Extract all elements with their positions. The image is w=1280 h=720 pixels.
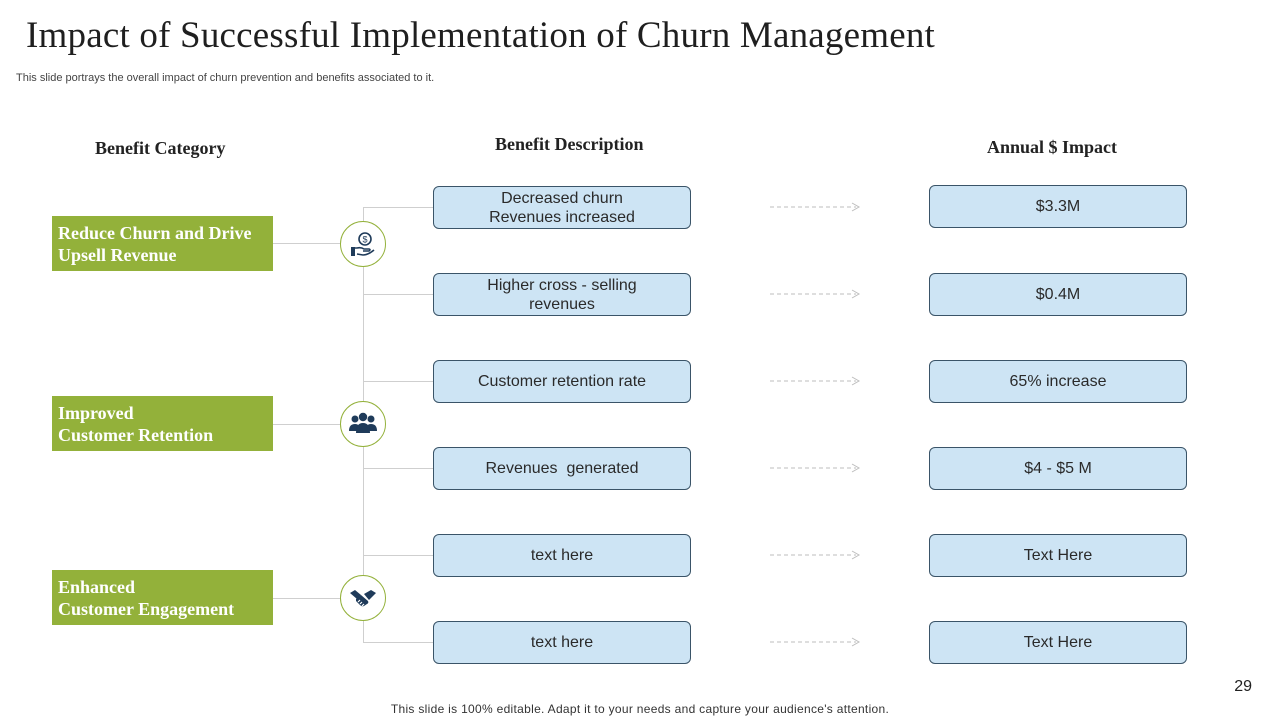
description-line2: revenues [529, 295, 595, 313]
category-label-line2: Upsell Revenue [58, 244, 177, 265]
dashed-arrow-icon [770, 376, 860, 386]
benefit-description-box: Revenues generated [433, 447, 691, 490]
description-line1: text here [530, 547, 594, 564]
connector-row-4 [363, 468, 433, 469]
page-number: 29 [1234, 678, 1252, 695]
slide-title: Impact of Successful Implementation of C… [26, 15, 936, 56]
category-label-line1: Improved [58, 402, 134, 423]
annual-impact-box: Text Here [929, 621, 1187, 664]
benefit-description-box: text here [433, 621, 691, 664]
description-line1: Revenues generated [485, 460, 639, 477]
users-group-icon [349, 412, 377, 433]
slide-subtitle: This slide portrays the overall impact o… [16, 72, 435, 84]
description-line1: Decreased churn [501, 189, 623, 207]
svg-text:$: $ [362, 235, 367, 245]
slide-footer: This slide is 100% editable. Adapt it to… [390, 702, 890, 716]
annual-impact-box: 65% increase [929, 360, 1187, 403]
category-label-line2: Customer Retention [58, 424, 214, 445]
annual-impact-box: $3.3M [929, 185, 1187, 228]
description-line2: Revenues increased [489, 208, 635, 226]
header-benefit-description: Benefit Description [495, 134, 644, 154]
benefit-description-box: Customer retention rate [433, 360, 691, 403]
dashed-arrow-icon [770, 463, 860, 473]
annual-impact-box: Text Here [929, 534, 1187, 577]
money-hand-icon: $ [351, 232, 375, 256]
dashed-arrow-icon [770, 202, 860, 212]
header-annual-impact: Annual $ Impact [987, 137, 1118, 157]
category-enhanced-engagement: Enhanced Customer Engagement [52, 570, 273, 625]
annual-impact-box: $4 - $5 M [929, 447, 1187, 490]
connector-row-1 [363, 207, 433, 208]
benefit-description-box: text here [433, 534, 691, 577]
handshake-icon [350, 590, 376, 607]
users-group-icon-circle [340, 401, 386, 447]
connector-category-2 [273, 424, 341, 425]
description-line1: Higher cross - selling [487, 276, 637, 294]
money-hand-icon-circle: $ [340, 221, 386, 267]
connector-row-5 [363, 555, 433, 556]
description-line1: Customer retention rate [477, 373, 647, 390]
description-line1: text here [530, 634, 594, 651]
category-improved-retention: Improved Customer Retention [52, 396, 273, 451]
dashed-arrow-icon [770, 637, 860, 647]
connector-row-3 [363, 381, 433, 382]
dashed-arrow-icon [770, 550, 860, 560]
category-label-line1: Enhanced [58, 576, 136, 597]
connector-row-2 [363, 294, 433, 295]
connector-category-3 [273, 598, 341, 599]
annual-impact-box: $0.4M [929, 273, 1187, 316]
header-benefit-category: Benefit Category [95, 138, 226, 158]
dashed-arrow-icon [770, 289, 860, 299]
handshake-icon-circle [340, 575, 386, 621]
category-label-line2: Customer Engagement [58, 598, 235, 619]
connector-category-1 [273, 243, 341, 244]
category-reduce-churn: Reduce Churn and Drive Upsell Revenue [52, 216, 273, 271]
category-label-line1: Reduce Churn and Drive [58, 222, 252, 243]
connector-row-6 [363, 642, 433, 643]
